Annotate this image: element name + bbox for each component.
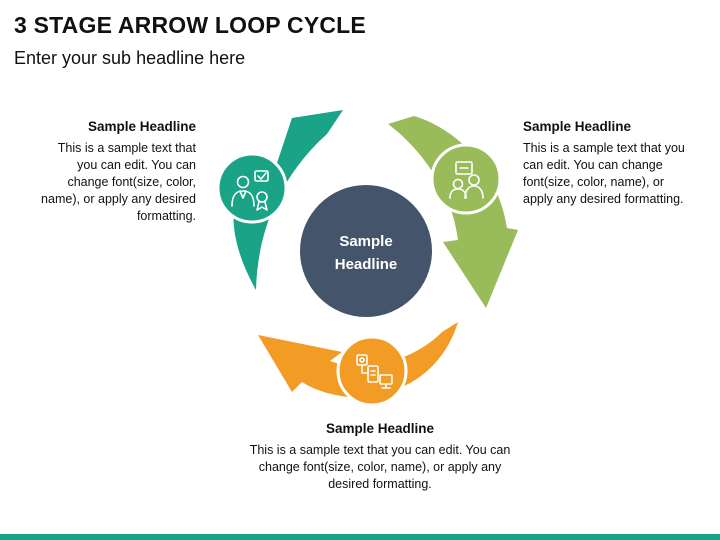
stage-2-text-block: Sample Headline This is a sample text th… — [523, 118, 693, 208]
stage-3-text-block: Sample Headline This is a sample text th… — [245, 420, 515, 493]
page-subtitle: Enter your sub headline here — [14, 48, 246, 68]
stage-2-body: This is a sample text that you can edit.… — [523, 141, 685, 206]
stage-2-headline: Sample Headline — [523, 119, 632, 134]
family-group-icon — [430, 143, 502, 215]
center-label-line1: Sample — [339, 233, 392, 250]
stage-3-body: This is a sample text that you can edit.… — [249, 443, 511, 491]
stage-3-headline: Sample Headline — [325, 421, 435, 436]
stage-1-text-block: Sample Headline This is a sample text th… — [40, 118, 196, 225]
footer-bar — [0, 534, 720, 540]
stage-3-arrow — [258, 322, 458, 398]
network-devices-icon — [336, 335, 408, 407]
businessperson-award-icon — [216, 152, 288, 224]
stage-1-arrow — [233, 110, 343, 290]
stage-1-body: This is a sample text that you can edit.… — [41, 141, 196, 223]
center-circle — [300, 185, 432, 317]
center-label-line2: Headline — [335, 256, 398, 273]
page-title: 3 STAGE ARROW LOOP CYCLE — [14, 12, 366, 38]
stage-1-headline: Sample Headline — [87, 119, 196, 134]
